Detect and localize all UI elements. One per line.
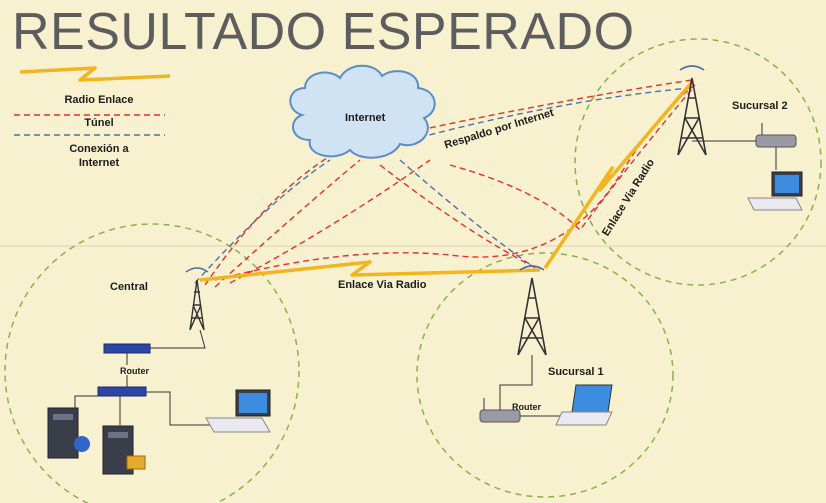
tunnel-links bbox=[204, 79, 696, 288]
legend-radio-label: Radio Enlace bbox=[64, 94, 134, 106]
router-label-central: Router bbox=[120, 366, 149, 376]
sucursal2-label: Sucursal 2 bbox=[732, 100, 788, 112]
computer-icon-sucursal2 bbox=[747, 171, 803, 211]
tower-icon-central bbox=[185, 267, 209, 331]
server-icon-1 bbox=[47, 407, 90, 459]
legend-internet-label-1: Conexión a bbox=[69, 143, 129, 155]
internet-label: Internet bbox=[345, 112, 386, 124]
laptop-icon-sucursal1 bbox=[555, 384, 613, 426]
sucursal1-site-circle bbox=[416, 252, 674, 498]
legend-internet-label-2: Internet bbox=[78, 157, 120, 169]
page-title: RESULTADO ESPERADO bbox=[12, 3, 635, 61]
radio-link-central-sucursal1 bbox=[199, 260, 541, 282]
legend-radio-swatch bbox=[19, 66, 171, 82]
central-label: Central bbox=[110, 281, 148, 293]
legend-tunnel-label: Túnel bbox=[84, 117, 114, 129]
tower-icon-sucursal1 bbox=[517, 265, 547, 356]
sucursal2-site-circle bbox=[574, 38, 822, 286]
server-icon-2 bbox=[102, 425, 146, 475]
central-site-circle bbox=[4, 223, 300, 503]
router-icon-sucursal2 bbox=[692, 123, 797, 170]
switch-icon-central bbox=[74, 375, 215, 426]
tower-icon-sucursal2 bbox=[677, 65, 707, 156]
sucursal1-label: Sucursal 1 bbox=[548, 366, 604, 378]
legend bbox=[14, 66, 171, 136]
internet-links bbox=[194, 87, 691, 284]
router-label-sucursal1: Router bbox=[512, 402, 541, 412]
router-icon-sucursal1 bbox=[479, 355, 565, 423]
radio-link-sucursal1-sucursal2 bbox=[543, 80, 694, 269]
enlace-radio-central-label: Enlace Via Radio bbox=[338, 279, 427, 291]
router-icon-central bbox=[103, 329, 206, 365]
internet-cloud-icon bbox=[289, 64, 436, 159]
computer-icon-central bbox=[205, 389, 271, 433]
